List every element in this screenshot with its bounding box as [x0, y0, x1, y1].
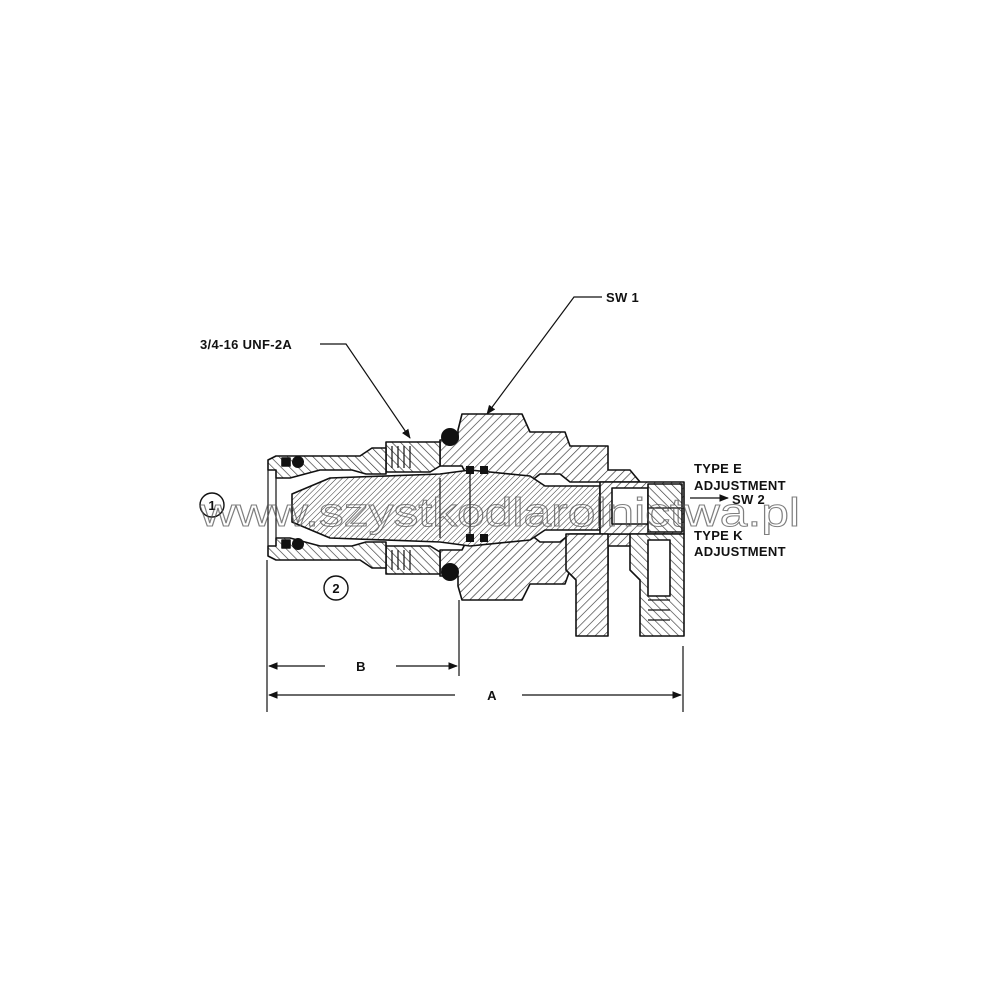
type-e-label: TYPE E — [694, 461, 742, 476]
adjusting-stem — [599, 481, 685, 535]
dimension-a-label: A — [487, 688, 497, 703]
thread-callout: 3/4-16 UNF-2A — [200, 337, 292, 352]
port-1-label: 1 — [208, 498, 215, 513]
type-k-adjustment-label: ADJUSTMENT — [694, 544, 786, 559]
type-k-label: TYPE K — [694, 528, 743, 543]
port-2-label: 2 — [332, 581, 339, 596]
o-rings — [292, 428, 488, 581]
type-k-adjust-screw — [629, 533, 685, 637]
port-1-marker: 1 — [199, 492, 225, 518]
sw2-callout: SW 2 — [732, 492, 765, 507]
dimension-lines — [266, 560, 684, 712]
leader-lines — [320, 296, 729, 502]
threaded-sleeve — [385, 441, 441, 575]
dimension-b-label: B — [356, 659, 366, 674]
lock-lever — [565, 533, 609, 637]
o-ring-lower — [441, 563, 459, 581]
port-2-marker: 2 — [323, 575, 349, 601]
watermark-text: www.szystkodlarolnictwa.pl — [199, 491, 800, 535]
type-e-adjustment-label: ADJUSTMENT — [694, 478, 786, 493]
sw1-callout: SW 1 — [606, 290, 639, 305]
o-ring-upper — [441, 428, 459, 446]
